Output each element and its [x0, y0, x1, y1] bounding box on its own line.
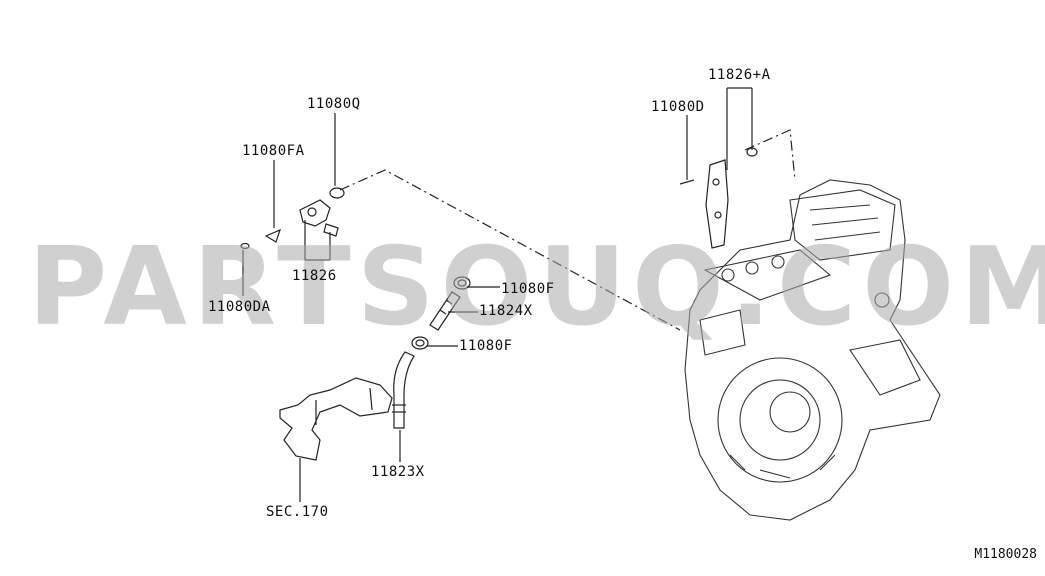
flywheel-hub — [769, 391, 811, 433]
engine-outline — [684, 179, 941, 521]
label-11080da: 11080DA — [208, 299, 271, 315]
hose-clip-11080q — [329, 187, 345, 199]
watermark: PARTSOUQ.COM — [28, 225, 1045, 350]
flywheel-inner — [739, 379, 821, 461]
figure-code: M1180028 — [974, 547, 1037, 562]
label-11824x: 11824X — [479, 303, 533, 319]
clamp-11080f-upper — [453, 276, 471, 290]
label-11823x: 11823X — [371, 464, 425, 480]
clamp-11080f-upper-inner — [457, 279, 467, 287]
engine-port — [874, 292, 890, 308]
label-11826a: 11826+A — [708, 67, 771, 83]
engine-assembly — [684, 179, 941, 521]
routing-dashed-line-right — [744, 129, 796, 181]
label-11080f-lower: 11080F — [459, 338, 513, 354]
front-cover — [699, 309, 746, 356]
label-sec170: SEC.170 — [266, 504, 329, 520]
manifold-port — [721, 268, 735, 282]
manifold-port — [771, 255, 785, 269]
bracket-11826a — [705, 159, 729, 249]
valve-port — [307, 207, 317, 217]
label-11080f-upper: 11080F — [501, 281, 555, 297]
hose-ridge — [439, 309, 447, 315]
hose-11824x — [429, 291, 461, 331]
clip-11080da — [240, 242, 250, 250]
housing-details — [729, 454, 836, 479]
intake-manifold — [703, 249, 832, 301]
bolt — [712, 178, 720, 186]
label-11080d: 11080D — [651, 99, 705, 115]
label-11080q: 11080Q — [307, 96, 361, 112]
label-11826: 11826 — [292, 268, 337, 284]
hose-ridge — [445, 299, 453, 305]
valve-11826 — [299, 199, 331, 227]
clamp-11080f-lower-inner — [415, 339, 425, 347]
engine-side-cover — [849, 339, 921, 396]
marker-11080fa — [264, 228, 281, 243]
clamp-11080f-lower — [411, 336, 429, 350]
hose-11823x — [393, 351, 415, 429]
routing-dashed-line — [339, 169, 681, 331]
label-11080fa: 11080FA — [242, 143, 305, 159]
head-ribs — [809, 204, 881, 241]
manifold-port — [745, 261, 759, 275]
flywheel — [717, 357, 843, 483]
clip-11826a — [746, 147, 758, 157]
bracket-edge — [369, 387, 373, 411]
bolt — [714, 211, 722, 219]
cylinder-head — [789, 189, 896, 261]
pin-11080d — [679, 179, 695, 185]
valve-nozzle — [323, 223, 339, 237]
bracket-sec170 — [279, 377, 393, 461]
